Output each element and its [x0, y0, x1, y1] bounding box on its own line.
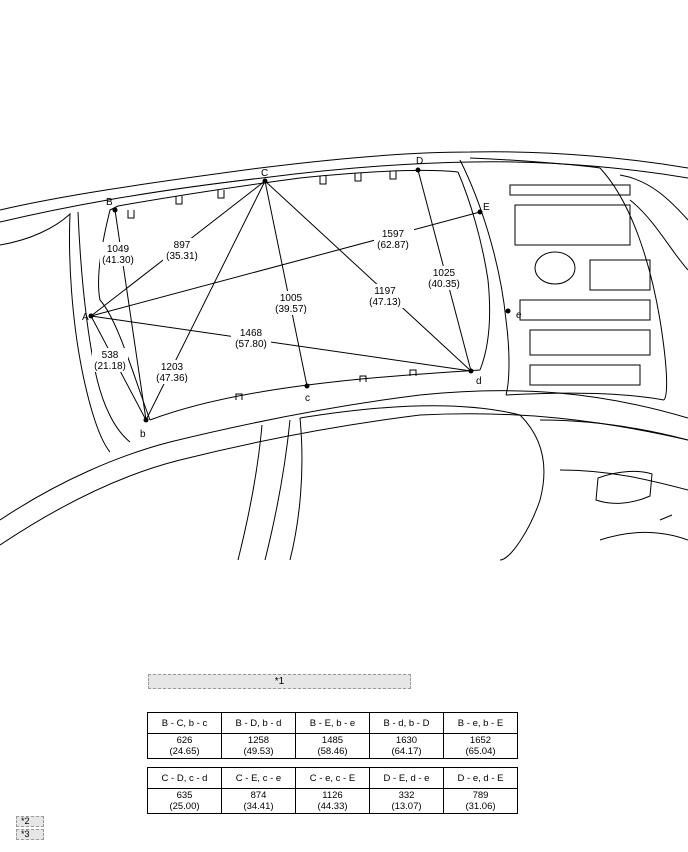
point-marker-B	[112, 207, 118, 213]
dimension-inch: (40.35)	[428, 279, 460, 290]
table-cell: 1126(44.33)	[295, 788, 370, 814]
point-label-C: C	[261, 168, 268, 179]
dimension-inch: (57.80)	[235, 339, 267, 350]
dimension-inch: (47.36)	[156, 373, 188, 384]
table-cell: 635(25.00)	[147, 788, 222, 814]
measurement-points	[88, 167, 511, 423]
dimension-A-d: 1468 (57.80)	[231, 326, 271, 350]
dimension-D-d: 1025 (40.35)	[424, 266, 464, 290]
point-marker-A	[88, 313, 94, 319]
table-cell: 332(13.07)	[369, 788, 444, 814]
cell-inch: (31.06)	[465, 801, 496, 812]
table-cell: 626(24.65)	[147, 733, 222, 759]
dimension-value: 1049	[107, 244, 130, 255]
callout-3: *3	[16, 829, 44, 840]
point-marker-E	[477, 209, 483, 215]
cell-value: 626	[176, 735, 193, 746]
cell-value: 874	[250, 790, 267, 801]
dimension-A-C: 897 (35.31)	[163, 238, 201, 262]
cell-inch: (34.41)	[243, 801, 274, 812]
dimension-B-b: 1049 (41.30)	[100, 242, 136, 266]
point-marker-c	[304, 383, 310, 389]
dimension-table-2: C - D, c - d C - E, c - e C - e, c - E D…	[147, 767, 518, 814]
table-row: 626(24.65) 1258(49.53) 1485(58.46) 1630(…	[147, 733, 518, 759]
point-marker-C	[262, 178, 268, 184]
table-cell: 1485(58.46)	[295, 733, 370, 759]
cell-value: 1630	[395, 735, 418, 746]
dimension-inch: (41.30)	[102, 255, 134, 266]
cell-value: 1652	[469, 735, 492, 746]
cell-value: 1126	[322, 790, 343, 801]
dimension-value: 1005	[280, 293, 303, 304]
table-header-cell: B - D, b - d	[221, 712, 296, 734]
point-labels: A B C D E b c d e	[82, 156, 522, 440]
dimension-inch: (47.13)	[369, 297, 401, 308]
table-cell: 1258(49.53)	[221, 733, 296, 759]
table-header-cell: B - e, b - E	[443, 712, 518, 734]
dimension-table-1: B - C, b - c B - D, b - d B - E, b - e B…	[147, 712, 518, 759]
cell-value: 1258	[247, 735, 270, 746]
dimension-inch: (35.31)	[166, 251, 198, 262]
dimension-A-E: 1597 (62.87)	[374, 227, 414, 251]
dimension-labels: 1049 (41.30) 897 (35.31) 1597 (62.87) 10…	[92, 227, 464, 384]
table-header-cell: D - E, d - e	[369, 767, 444, 789]
point-label-c: c	[305, 393, 310, 404]
point-label-B: B	[106, 197, 113, 208]
dimension-value: 897	[174, 240, 191, 251]
cell-inch: (64.17)	[391, 746, 422, 757]
cell-inch: (24.65)	[169, 746, 200, 757]
dimension-value: 1468	[240, 328, 263, 339]
point-marker-D	[415, 167, 421, 173]
cell-inch: (58.46)	[317, 746, 348, 757]
dimension-value: 1025	[433, 268, 456, 279]
cell-inch: (49.53)	[243, 746, 274, 757]
table-header-row: C - D, c - d C - E, c - e C - e, c - E D…	[147, 767, 518, 789]
point-label-E: E	[483, 202, 490, 213]
car-body-outline	[0, 151, 688, 561]
table-header-cell: C - D, c - d	[147, 767, 222, 789]
point-label-A: A	[82, 312, 89, 323]
table-header-cell: D - e, d - E	[443, 767, 518, 789]
cell-value: 635	[176, 790, 193, 801]
cell-inch: (44.33)	[317, 801, 348, 812]
dimension-inch: (39.57)	[275, 304, 307, 315]
point-label-e: e	[516, 310, 522, 321]
dimension-inch: (21.18)	[94, 361, 126, 372]
point-marker-d	[468, 368, 474, 374]
cell-value: 332	[398, 790, 415, 801]
car-body-roof-diagram: A B C D E b c d e 1049 (41.30) 897 (35.3…	[0, 151, 688, 561]
dimension-value: 1197	[374, 286, 396, 297]
dimension-C-d: 1197 (47.13)	[365, 284, 405, 308]
cell-inch: (25.00)	[169, 801, 200, 812]
point-label-d: d	[476, 376, 482, 387]
cell-value: 1485	[321, 735, 344, 746]
dimension-inch: (62.87)	[377, 240, 409, 251]
table-row: 635(25.00) 874(34.41) 1126(44.33) 332(13…	[147, 788, 518, 814]
table-header-cell: C - e, c - E	[295, 767, 370, 789]
point-marker-e	[505, 308, 511, 314]
callout-2: *2	[16, 816, 44, 827]
dimension-A-b: 538 (21.18)	[92, 348, 128, 372]
table-cell: 874(34.41)	[221, 788, 296, 814]
table-cell: 1630(64.17)	[369, 733, 444, 759]
table-header-row: B - C, b - c B - D, b - d B - E, b - e B…	[147, 712, 518, 734]
point-label-b: b	[140, 429, 146, 440]
table-cell: 789(31.06)	[443, 788, 518, 814]
table-header-cell: B - C, b - c	[147, 712, 222, 734]
cell-value: 789	[472, 790, 489, 801]
dimension-value: 1203	[161, 362, 184, 373]
table-header-cell: B - E, b - e	[295, 712, 370, 734]
table-header-cell: B - d, b - D	[369, 712, 444, 734]
table-header-cell: C - E, c - e	[221, 767, 296, 789]
dimension-value: 1597	[382, 229, 405, 240]
point-marker-b	[143, 417, 149, 423]
dimension-value: 538	[102, 350, 119, 361]
table-cell: 1652(65.04)	[443, 733, 518, 759]
cell-inch: (13.07)	[391, 801, 422, 812]
callout-1: *1	[148, 674, 411, 689]
cell-inch: (65.04)	[465, 746, 496, 757]
dimension-C-c: 1005 (39.57)	[272, 291, 312, 315]
point-label-D: D	[416, 156, 423, 167]
dimension-C-b: 1203 (47.36)	[153, 360, 193, 384]
